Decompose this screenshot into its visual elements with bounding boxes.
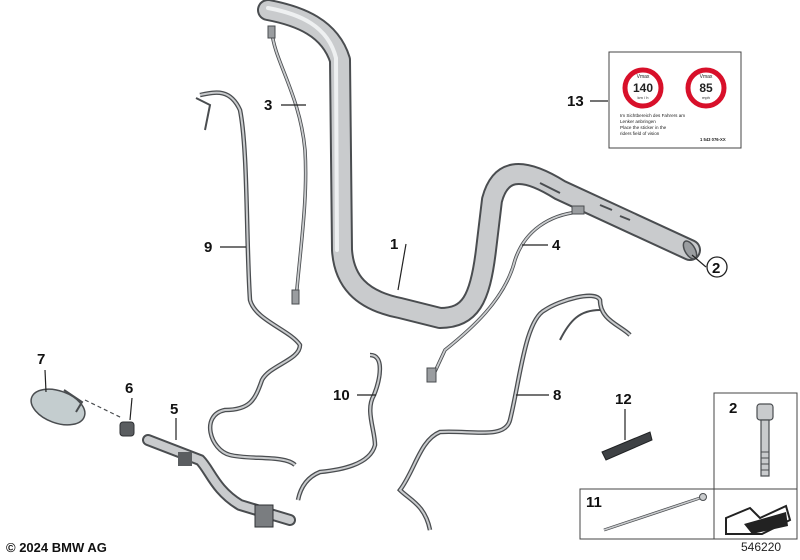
sign-right-unit: mph [702, 95, 710, 100]
grip-5-part [142, 434, 296, 528]
callout-7: 7 [37, 351, 45, 368]
cable-10-part [295, 352, 383, 501]
callout-1: 1 [390, 236, 398, 253]
brake-line-4-part [426, 205, 585, 383]
sticker-line-3: Place the sticker in the [620, 125, 667, 130]
spacer-6-part [119, 421, 135, 437]
cable-9-part [195, 90, 303, 467]
sign-right-top: Vmax [700, 74, 713, 80]
callout-13: 13 [567, 93, 584, 110]
arrow-symbol-icon [725, 504, 792, 535]
mirror-7-part [30, 388, 123, 426]
sign-right-value: 85 [699, 81, 713, 95]
sticker-line-1: Im Sichtbereich des Fahrers am [620, 113, 685, 118]
clip-12-part [601, 431, 653, 461]
callout-11-box: 11 [586, 494, 602, 511]
speed-sign-right [685, 67, 727, 109]
callout-2-box: 2 [729, 400, 737, 417]
speed-sign-left [622, 67, 664, 109]
callout-10: 10 [333, 387, 350, 404]
callout-2-circle [706, 256, 728, 278]
brake-line-3-part [267, 25, 308, 305]
callout-2-circle-label: 2 [712, 260, 720, 277]
sign-left-top: Vmax [637, 74, 650, 80]
callout-4: 4 [552, 237, 561, 254]
handlebar-part [257, 0, 701, 329]
sticker-part-number: 1 543 076-XX [700, 137, 726, 142]
cable-tie-11-part [603, 493, 707, 532]
sticker-line-2: Lenker anbringen [620, 119, 656, 124]
callout-3: 3 [264, 97, 272, 114]
callout-6: 6 [125, 380, 133, 397]
sign-left-unit: km / h [638, 95, 649, 100]
diagram-number: 546220 [741, 540, 782, 554]
callout-5: 5 [170, 401, 178, 418]
callout-12: 12 [615, 391, 632, 408]
sticker-line-4: riders field of vision [620, 131, 660, 136]
leader-lines [44, 100, 707, 440]
speed-sticker: Vmax 140 km / h Vmax 85 mph Im Sichtbere… [608, 51, 742, 149]
cable-8-part [397, 293, 632, 531]
copyright-text: © 2024 BMW AG [6, 540, 107, 555]
callout-8: 8 [553, 387, 561, 404]
sign-left-value: 140 [633, 81, 653, 95]
callout-9: 9 [204, 239, 212, 256]
inset-box [579, 392, 798, 540]
screw-2-part [756, 403, 774, 477]
